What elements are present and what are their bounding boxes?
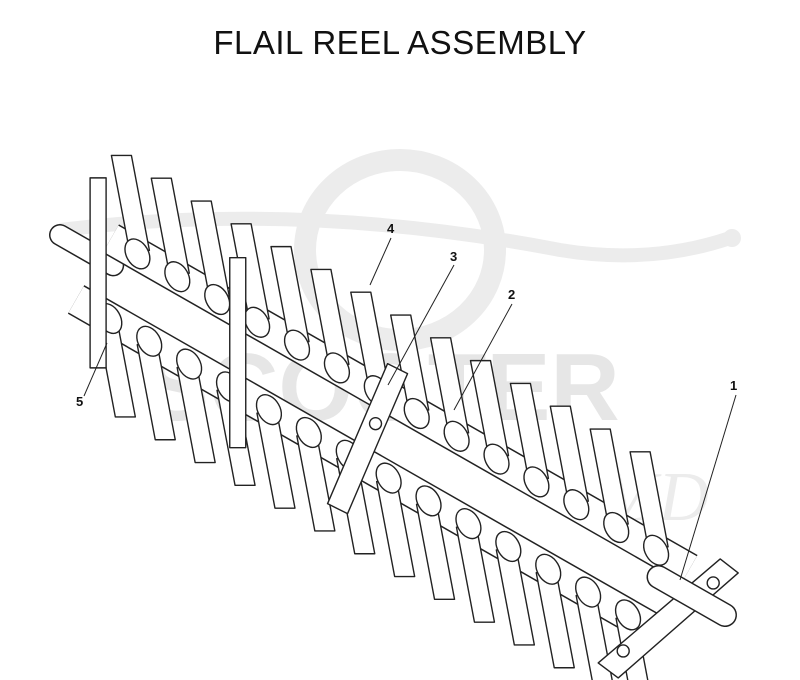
flail-spacer-lower-2 [136,325,163,357]
flail-spacer-upper-3 [204,283,231,316]
flail-spacer-upper-11 [523,466,550,498]
end-plate-bolt-upper [706,576,720,590]
end-plate-bolt-lower [616,644,630,658]
flail-spacer-lower-9 [415,485,442,517]
flail-spacer-upper-6 [323,352,351,384]
flail-spacer-lower-13 [574,576,602,608]
leader-line-2 [453,303,513,411]
flail-spacer-upper-9 [443,420,470,452]
flail-spacer-lower-6 [295,416,322,449]
flail-spacer-upper-14 [642,534,670,566]
callout-label-3: 3 [450,249,457,264]
shaft-end-right-face [648,566,736,626]
callout-label-5: 5 [76,394,83,409]
flail-spacer-upper-1 [124,238,151,270]
flail-spacer-upper-5 [283,329,311,361]
flail-spacer-lower-11 [495,530,522,563]
reel-parts [49,154,739,680]
flail-spacer-upper-8 [403,397,430,430]
support-plate-mid-left [229,256,247,449]
flail-spacer-upper-2 [164,261,191,293]
callout-label-2: 2 [508,287,515,302]
leader-line-1 [679,394,737,581]
end-plate-left [89,177,107,369]
flail-spacer-lower-3 [175,348,203,380]
flail-spacer-upper-4 [243,306,271,338]
diagonal-bracket [326,362,409,515]
flail-spacer-lower-12 [535,553,562,585]
flail-spacer-lower-8 [375,462,402,494]
diagram-title: FLAIL REEL ASSEMBLY [213,24,587,61]
flail-spacer-lower-5 [255,394,283,426]
bracket-bolt [368,416,383,431]
flail-spacer-lower-10 [455,508,482,540]
leader-line-5 [83,342,108,397]
flail-spacer-upper-12 [563,489,590,521]
callout-label-1: 1 [730,378,737,393]
leader-line-3 [387,264,455,386]
flail-spacer-upper-13 [603,511,630,544]
callout-group: 1 2 3 4 5 [76,221,737,581]
leader-line-4 [369,237,392,286]
callout-label-4: 4 [387,221,395,236]
flail-spacer-lower-14 [614,599,642,631]
flail-spacer-upper-10 [483,443,510,475]
